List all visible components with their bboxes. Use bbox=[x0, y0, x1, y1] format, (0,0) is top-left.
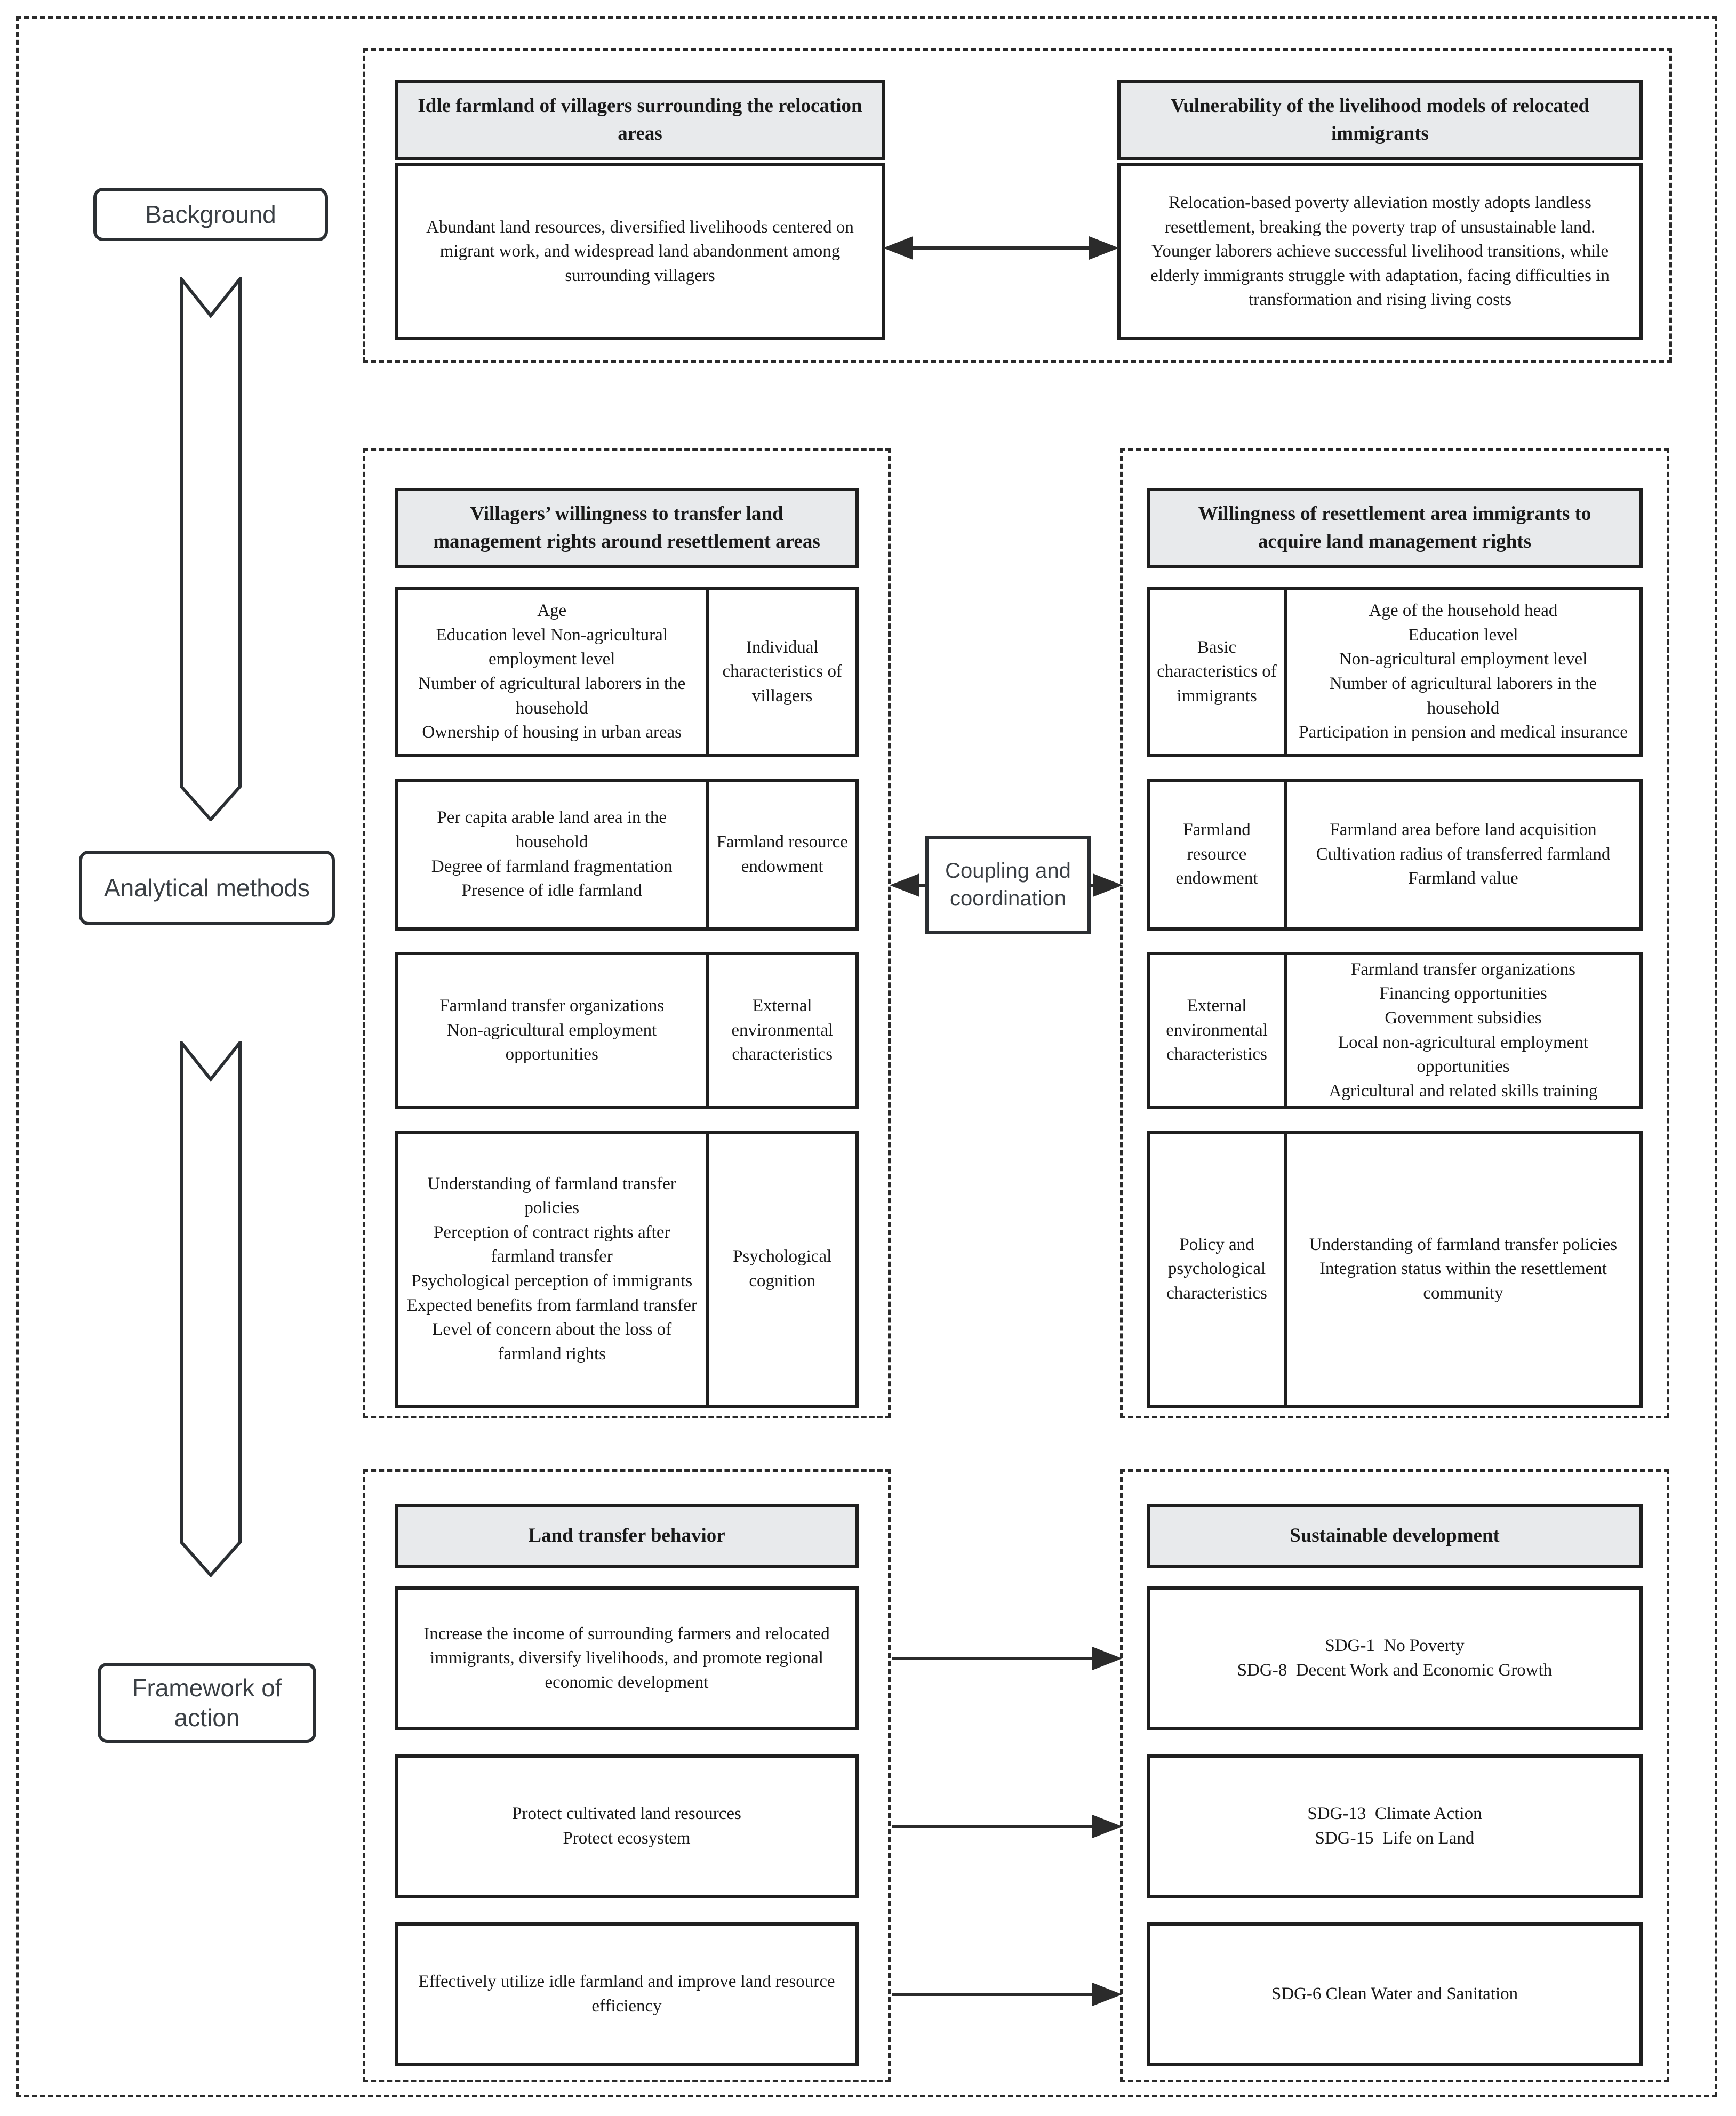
sustainable-development-section bbox=[1120, 1469, 1669, 2082]
villagers-psychological-category: Psychological cognition bbox=[733, 1247, 836, 1291]
immigrants-row-external: External environmental characteristics F… bbox=[1147, 952, 1643, 1109]
immigrants-farmland-details: Farmland area before land acquisition Cu… bbox=[1316, 820, 1611, 888]
idle-farmland-body: Abundant land resources, diversified liv… bbox=[395, 163, 885, 340]
down-arrow-icon-2 bbox=[180, 1041, 242, 1577]
vulnerability-body: Relocation-based poverty alleviation mos… bbox=[1117, 163, 1643, 340]
behavior-protect-box: Protect cultivated land resources Protec… bbox=[395, 1754, 859, 1898]
villagers-row-external: Farmland transfer organizations Non-agri… bbox=[395, 952, 859, 1109]
immigrants-row-farmland: Farmland resource endowment Farmland are… bbox=[1147, 779, 1643, 931]
background-stage-label: Background bbox=[93, 188, 328, 241]
immigrants-external-category: External environmental characteristics bbox=[1150, 955, 1287, 1106]
immigrants-willingness-title: Willingness of resettlement area immigra… bbox=[1147, 488, 1643, 568]
sdg-1-8-box: SDG-1 No Poverty SDG-8 Decent Work and E… bbox=[1147, 1586, 1643, 1730]
coupling-right-arrow bbox=[1091, 872, 1123, 898]
villagers-external-category: External environmental characteristics bbox=[731, 996, 838, 1064]
framework-of-action-stage-label: Framework of action bbox=[98, 1663, 316, 1743]
villagers-row-farmland: Per capita arable land area in the house… bbox=[395, 779, 859, 931]
immigrants-basic-category: Basic characteristics of immigrants bbox=[1150, 590, 1287, 754]
outer-dashed-border bbox=[16, 16, 1717, 2097]
behavior-utilize-box: Effectively utilize idle farmland and im… bbox=[395, 1922, 859, 2066]
immigrants-willingness-section bbox=[1120, 448, 1669, 1418]
coupling-coordination-box: Coupling and coordination bbox=[925, 836, 1091, 934]
villagers-row-individual: Age Education level Non-agricultural emp… bbox=[395, 587, 859, 757]
sdg-13-15-box: SDG-13 Climate Action SDG-15 Life on Lan… bbox=[1147, 1754, 1643, 1898]
immigrants-row-policy: Policy and psychological characteristics… bbox=[1147, 1131, 1643, 1408]
immigrants-row-basic: Basic characteristics of immigrants Age … bbox=[1147, 587, 1643, 757]
behavior-sdg-arrow-2 bbox=[892, 1814, 1122, 1839]
sdg-6-box: SDG-6 Clean Water and Sanitation bbox=[1147, 1922, 1643, 2066]
immigrants-policy-details: Understanding of farmland transfer polic… bbox=[1309, 1235, 1618, 1303]
villagers-external-details: Farmland transfer organizations Non-agri… bbox=[398, 955, 709, 1106]
background-double-arrow bbox=[883, 235, 1119, 261]
villagers-farmland-details: Per capita arable land area in the house… bbox=[398, 782, 709, 927]
villagers-row-psychological: Understanding of farmland transfer polic… bbox=[395, 1131, 859, 1408]
villagers-psychological-details: Understanding of farmland transfer polic… bbox=[398, 1134, 709, 1405]
villagers-farmland-category: Farmland resource endowment bbox=[716, 832, 853, 876]
sustainable-development-title: Sustainable development bbox=[1147, 1504, 1643, 1568]
behavior-sdg-arrow-1 bbox=[892, 1646, 1122, 1671]
behavior-sdg-arrow-3 bbox=[892, 1982, 1122, 2007]
immigrants-farmland-category: Farmland resource endowment bbox=[1150, 782, 1287, 927]
villagers-willingness-title: Villagers’ willingness to transfer land … bbox=[395, 488, 859, 568]
immigrants-external-details: Farmland transfer organizations Financin… bbox=[1329, 959, 1598, 1101]
villagers-individual-details: Age Education level Non-agricultural emp… bbox=[398, 590, 709, 754]
land-transfer-behavior-section bbox=[363, 1469, 891, 2082]
vulnerability-title: Vulnerability of the livelihood models o… bbox=[1117, 80, 1643, 160]
villagers-willingness-section bbox=[363, 448, 891, 1418]
immigrants-policy-category: Policy and psychological characteristics bbox=[1150, 1134, 1287, 1405]
land-transfer-behavior-title: Land transfer behavior bbox=[395, 1504, 859, 1568]
down-arrow-icon-1 bbox=[180, 277, 242, 821]
idle-farmland-title: Idle farmland of villagers surrounding t… bbox=[395, 80, 885, 160]
background-section bbox=[363, 48, 1672, 363]
analytical-methods-stage-label: Analytical methods bbox=[79, 851, 335, 925]
villagers-individual-category: Individual characteristics of villagers bbox=[722, 637, 847, 706]
coupling-left-arrow bbox=[890, 872, 925, 898]
behavior-income-box: Increase the income of surrounding farme… bbox=[395, 1586, 859, 1730]
immigrants-basic-details: Age of the household head Education leve… bbox=[1299, 601, 1628, 742]
